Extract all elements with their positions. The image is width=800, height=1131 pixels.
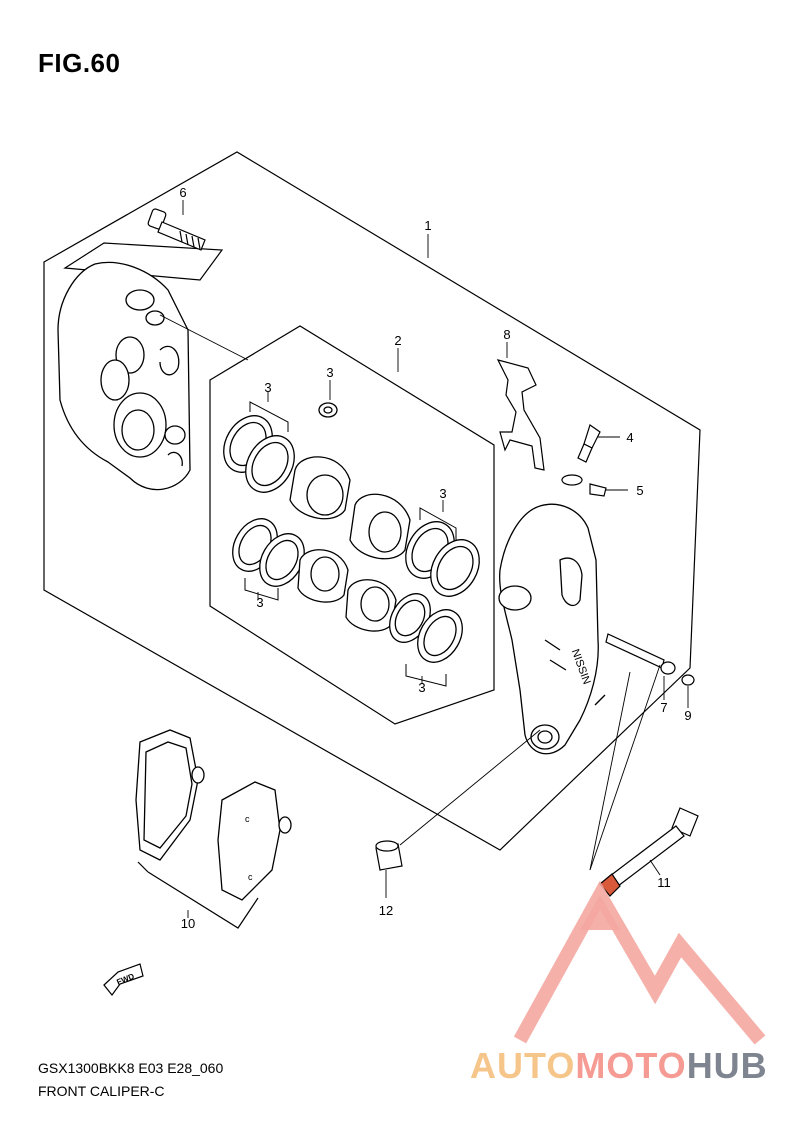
figure-title: FIG.60 — [38, 48, 121, 78]
bolt-box — [63, 242, 224, 281]
watermark-brand: AUTOMOTOHUB — [470, 1045, 768, 1087]
pad-group-bracket — [147, 871, 259, 929]
piston-kit-outline — [209, 325, 495, 725]
callout-11: 11 — [657, 875, 671, 890]
callout-6: 6 — [179, 185, 186, 200]
callout-12: 12 — [379, 903, 393, 918]
callout-9: 9 — [684, 708, 691, 723]
callout-3b: 3 — [326, 365, 333, 380]
caliper-inner-half — [498, 503, 606, 755]
svg-text:c: c — [248, 872, 253, 882]
part-name: FRONT CALIPER-C — [38, 1083, 165, 1099]
collar-12 — [375, 840, 403, 871]
fwd-arrow — [103, 963, 144, 996]
assembly-outline — [43, 151, 701, 851]
watermark-logo-icon — [513, 880, 766, 1045]
callout-5: 5 — [636, 483, 643, 498]
watermark-auto: AUTO — [470, 1045, 576, 1086]
svg-text:c: c — [245, 814, 250, 824]
callout-3d: 3 — [256, 595, 263, 610]
callout-1: 1 — [424, 218, 431, 233]
callout-2: 2 — [394, 333, 401, 348]
callout-10: 10 — [181, 916, 195, 931]
callout-4: 4 — [626, 430, 633, 445]
caliper-outer-half — [57, 261, 191, 491]
pin-plug-9 — [681, 674, 695, 686]
callout-3a: 3 — [264, 380, 271, 395]
watermark-moto: MOTO — [575, 1045, 687, 1086]
bleeder-valve-4 — [577, 424, 601, 463]
caliper-bolt-6 — [147, 208, 206, 251]
brake-pads-10: c c — [135, 729, 292, 901]
pistons-and-seals — [223, 402, 480, 663]
model-code: GSX1300BKK8 E03 E28_060 — [38, 1060, 224, 1076]
callout-7: 7 — [660, 700, 667, 715]
callout-3e: 3 — [418, 680, 425, 695]
watermark-hub: HUB — [686, 1045, 768, 1086]
callout-8: 8 — [503, 327, 510, 342]
callout-3c: 3 — [439, 486, 446, 501]
mounting-bolt-11 — [599, 807, 699, 897]
pad-spring-8 — [496, 359, 545, 471]
pad-pin-7 — [605, 633, 676, 675]
bleeder-cap-5 — [561, 474, 607, 497]
